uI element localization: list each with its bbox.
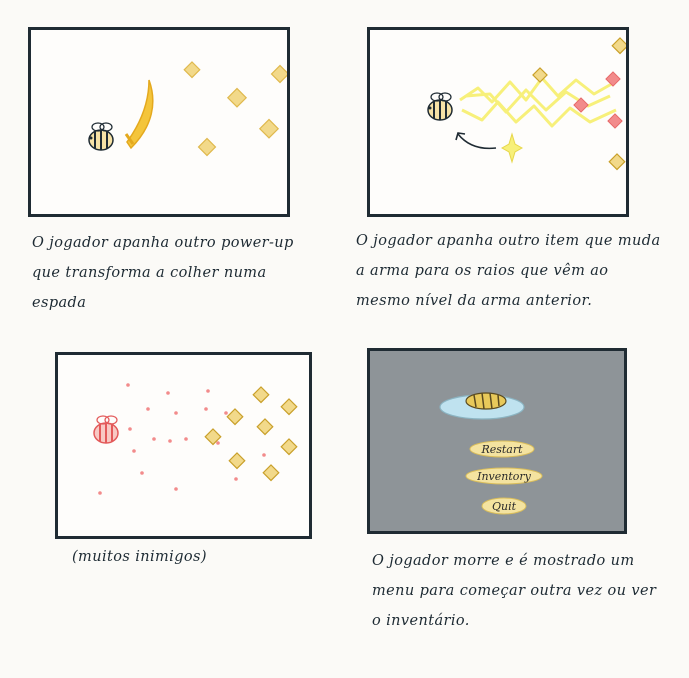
enemy-dot [174, 487, 178, 491]
enemy-dot [152, 437, 156, 441]
power-up-icon [500, 132, 524, 164]
collectible-icon [204, 428, 222, 446]
enemies-scene [93, 383, 298, 495]
sword-hilt [124, 133, 135, 145]
caption-sword-power-up: O jogador apanha outro power-up que tran… [32, 235, 294, 311]
bee-player-icon [427, 92, 453, 121]
collectible-icon [262, 464, 280, 482]
storyboard-panel-enemies [55, 352, 312, 539]
storyboard-panel-sword [28, 27, 290, 217]
lightning-beam-icon [459, 76, 617, 128]
enemy-dot [168, 439, 172, 443]
arrow-head-icon [455, 132, 466, 141]
enemy-dot [126, 383, 130, 387]
collectible-icon [611, 37, 626, 55]
sword-scene [88, 61, 287, 157]
enemy-icon [605, 71, 621, 87]
collectible-icon [226, 87, 248, 108]
enemy-dot [262, 453, 266, 457]
enemy-dot [224, 411, 228, 415]
inventory-label: Inventory [476, 470, 532, 483]
arrow-icon [457, 133, 497, 150]
collectible-icon [226, 408, 244, 426]
collectible-icon [258, 118, 280, 139]
enemy-swarm [98, 383, 266, 495]
restart-label: Restart [480, 443, 523, 456]
enemy-dot [140, 471, 144, 475]
dead-bee-icon [465, 392, 507, 410]
storyboard-panel-game-over: Restart Inventory Quit [367, 348, 627, 534]
collectible-icon [183, 61, 201, 79]
enemy-dot [206, 389, 210, 393]
enemy-dot [204, 407, 208, 411]
enemy-dot [174, 411, 178, 415]
caption-game-over-menu: O jogador morre e é mostrado um menu par… [372, 553, 657, 629]
collectible-icon [197, 137, 217, 157]
inventory-button[interactable]: Inventory [465, 467, 543, 485]
enemy-dot [166, 391, 170, 395]
collectible-icon [280, 398, 298, 416]
enemy-dot [146, 407, 150, 411]
bee-player-icon [88, 122, 114, 151]
bee-player-hit-icon [93, 415, 119, 444]
caption-many-enemies: (muitos inimigos) [72, 549, 207, 565]
quit-button[interactable]: Quit [481, 497, 527, 515]
game-over-scene: Restart Inventory Quit [439, 392, 543, 515]
enemy-dot [216, 441, 220, 445]
quit-label: Quit [492, 500, 517, 513]
collectible-icon [252, 386, 270, 404]
collectible-icon [608, 153, 626, 171]
enemy-icon [573, 97, 589, 113]
enemy-dot [128, 427, 132, 431]
collectible-icon [228, 452, 246, 470]
enemy-icon [607, 113, 623, 129]
restart-button[interactable]: Restart [469, 440, 535, 458]
enemy-dot [184, 437, 188, 441]
lightning-scene [427, 37, 626, 171]
sword-icon [126, 79, 154, 150]
collectible-icon [532, 67, 548, 83]
enemy-dot [234, 477, 238, 481]
storyboard-panel-lightning [367, 27, 629, 217]
caption-lightning-item: O jogador apanha outro item que muda a a… [356, 233, 661, 309]
enemy-dot [98, 491, 102, 495]
collectible-icon [280, 438, 298, 456]
collectible-icon [270, 64, 287, 84]
collectible-icon [256, 418, 274, 436]
enemy-dot [132, 449, 136, 453]
